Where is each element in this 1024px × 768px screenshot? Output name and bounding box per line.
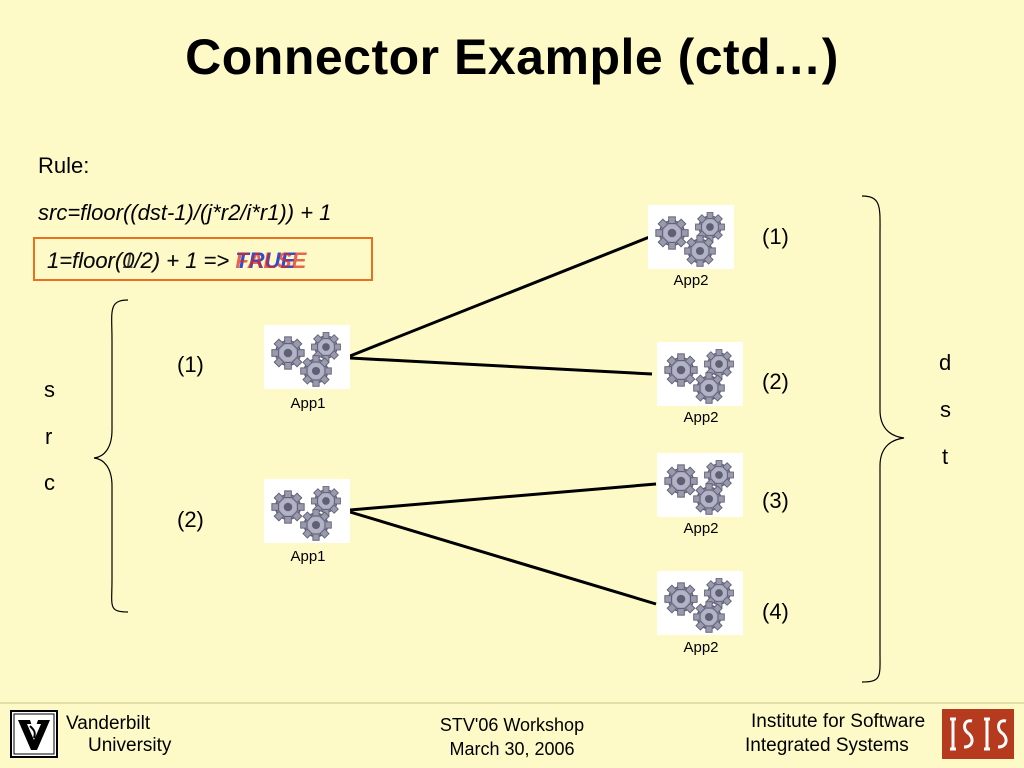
src-brace — [93, 299, 129, 613]
connection-line — [349, 234, 653, 358]
src-letter: r — [45, 424, 53, 449]
app-label: App2 — [683, 409, 719, 426]
app-label: App2 — [683, 520, 719, 537]
gears-icon — [657, 453, 743, 517]
app-label: App2 — [673, 272, 709, 289]
gears-icon — [657, 342, 743, 406]
vanderbilt-logo-icon — [10, 710, 58, 758]
dst-letter: t — [942, 444, 949, 469]
app-label: App1 — [290, 548, 326, 565]
slide-title: Connector Example (ctd…) — [185, 29, 839, 85]
rule-label: Rule: — [38, 153, 90, 178]
gears-icon — [264, 325, 350, 389]
rule-result-value: FALSE — [235, 248, 307, 273]
footer-divider — [0, 702, 1024, 704]
rule-expression: src=floor((dst-1)/(j*r2/i*r1)) + 1 — [38, 200, 332, 225]
app-label: App1 — [290, 395, 326, 412]
connection-line — [349, 356, 653, 376]
isis-logo-icon — [942, 709, 1014, 759]
institute-name: Institute for Software Integrated System… — [745, 710, 925, 758]
rule-result-overlay-false: 1=floor(1/2) + 1 => FALSE — [47, 248, 306, 274]
rule-result-value: TRUE — [235, 248, 296, 273]
connection-line — [349, 482, 657, 512]
dst-letter: s — [940, 397, 951, 422]
src-letter: s — [44, 377, 55, 402]
gears-icon — [657, 571, 743, 635]
dst-index-label: (4) — [762, 599, 789, 624]
workshop-info: STV'06 Workshop March 30, 2006 — [380, 713, 644, 761]
gears-icon — [264, 479, 350, 543]
workshop-name: STV'06 Workshop — [439, 715, 585, 735]
rule-result-overlay-true: 1=floor(0/2) + 1 => TRUE — [47, 248, 295, 274]
dst-index-label: (1) — [762, 224, 789, 249]
institute-name-line: Integrated Systems — [745, 735, 909, 756]
university-name-line: University — [88, 735, 172, 756]
dst-index-label: (2) — [762, 369, 789, 394]
workshop-date: March 30, 2006 — [449, 739, 575, 759]
connector-diagram — [93, 195, 905, 683]
institute-name-line: Institute for Software — [751, 711, 926, 732]
dst-index-label: (3) — [762, 488, 789, 513]
dst-letter: d — [939, 350, 952, 375]
dst-brace — [861, 195, 905, 683]
src-letter: c — [44, 470, 55, 495]
app-label: App2 — [683, 639, 719, 656]
rule-result-expression: 1=floor(1/2) + 1 => — [47, 248, 230, 273]
gears-icon — [648, 205, 734, 269]
university-name: Vanderbilt University — [66, 713, 171, 757]
rule-result-box: 1=floor(0/2) + 1 => TRUE 1=floor(1/2) + … — [33, 237, 373, 281]
university-name-line: Vanderbilt — [66, 713, 151, 734]
connection-line — [349, 510, 657, 606]
rule-result-expression: 1=floor(0/2) + 1 => — [47, 248, 230, 273]
src-index-label: (2) — [177, 507, 204, 532]
src-index-label: (1) — [177, 352, 204, 377]
